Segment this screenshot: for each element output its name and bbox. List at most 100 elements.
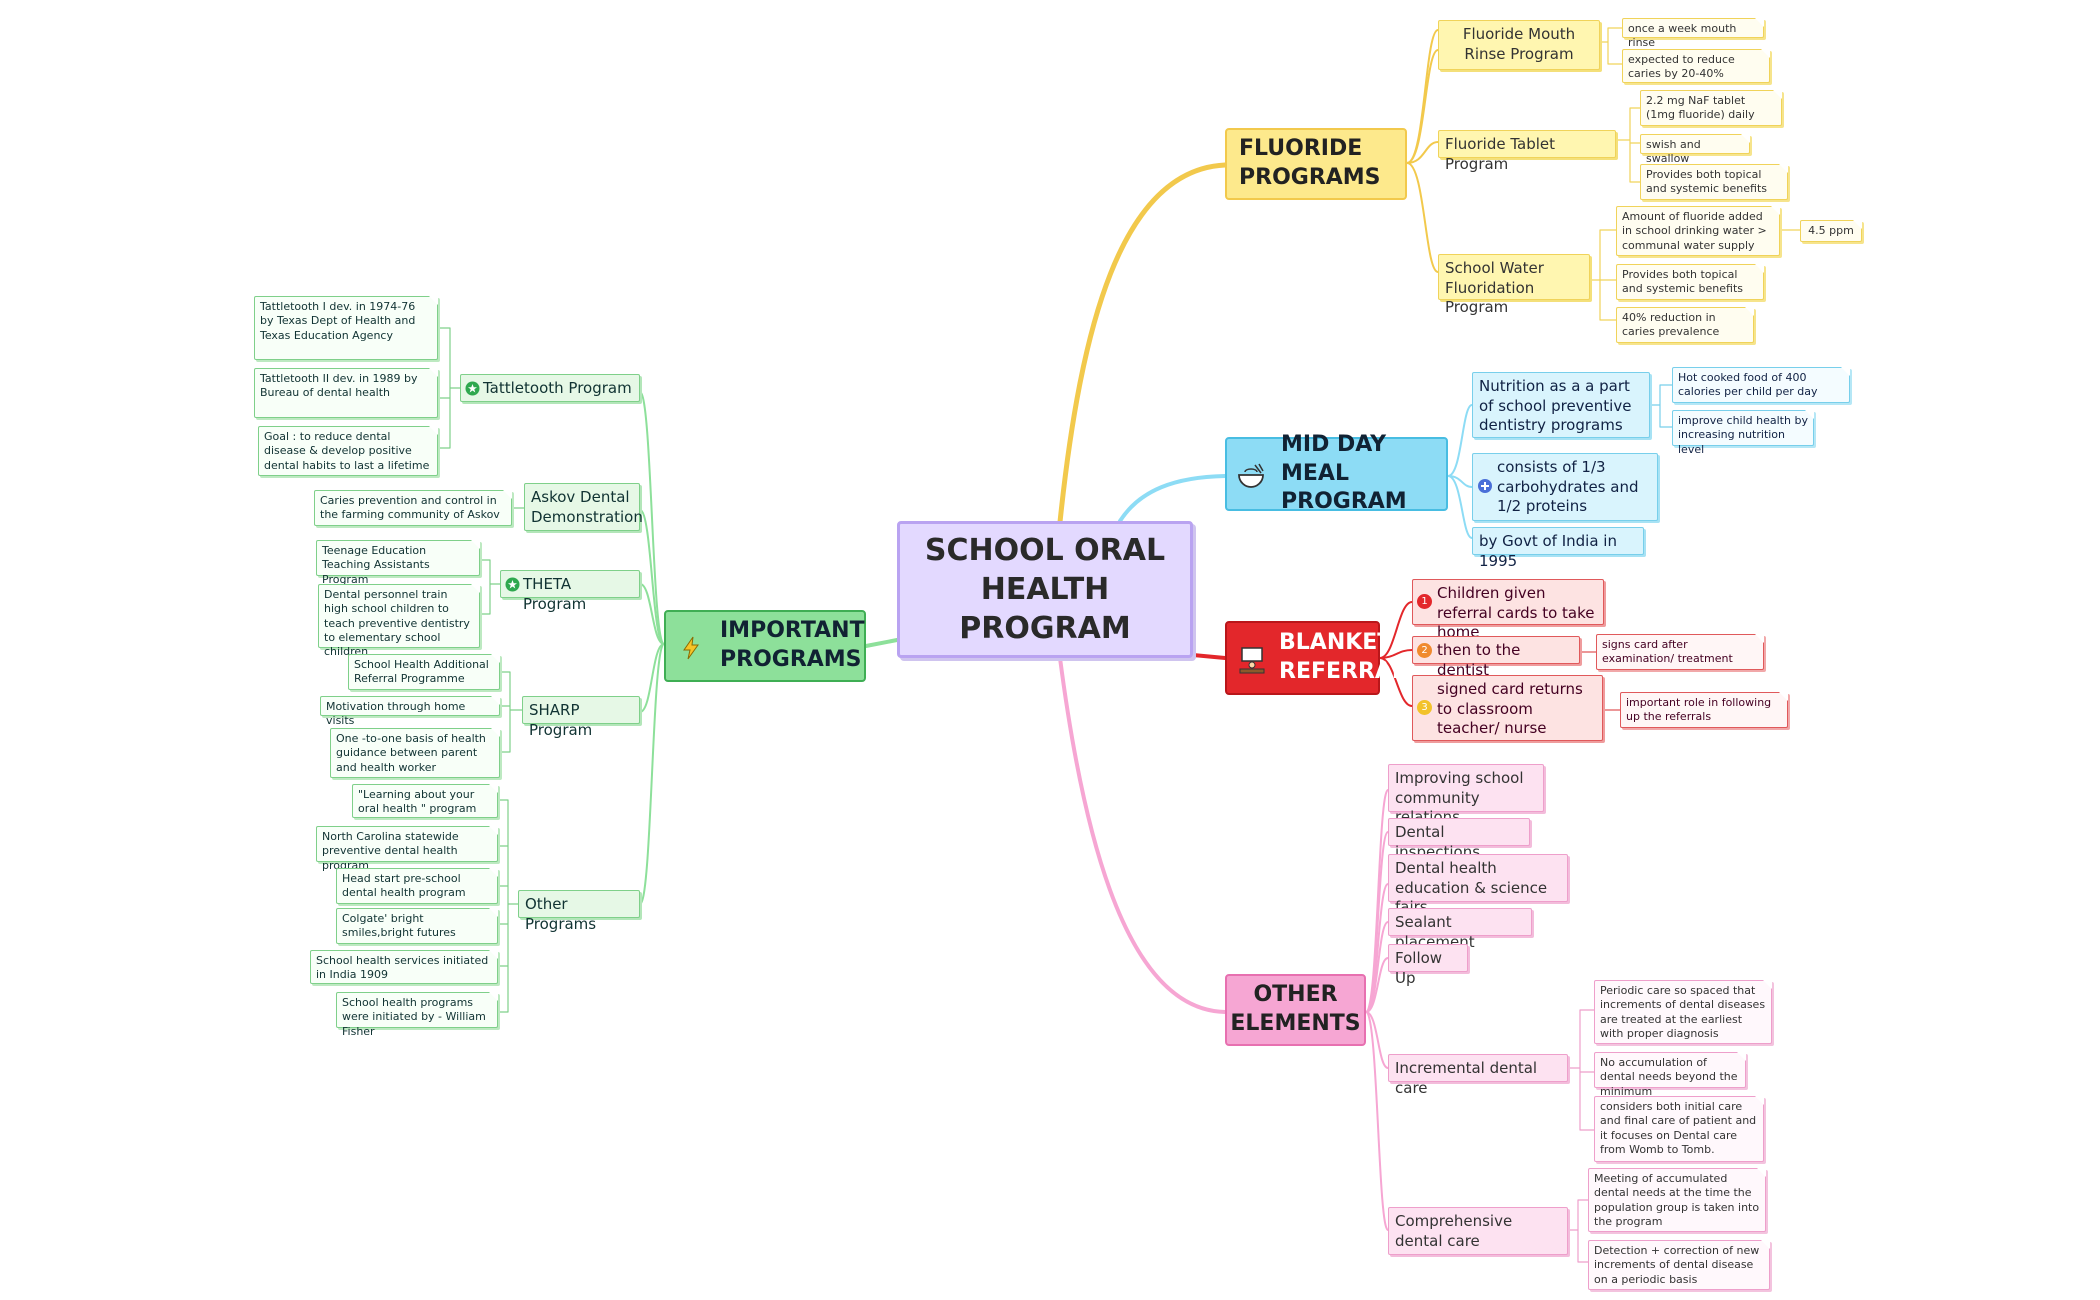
note-others-3[interactable]: Head start pre-school dental health prog… [336, 868, 498, 904]
water-label: School Water Fluoridation Program [1445, 259, 1544, 316]
note-step-3[interactable]: important role in following up the refer… [1620, 692, 1788, 728]
note-text: "Learning about your oral health " progr… [358, 788, 477, 816]
note-text: Colgate' bright smiles,bright futures [342, 912, 456, 940]
note-water-3[interactable]: 40% reduction in caries prevalence [1616, 307, 1754, 343]
note-tattletooth-3[interactable]: Goal : to reduce dental disease & develo… [258, 426, 438, 476]
referral-step-1[interactable]: 1 Children given referral cards to take … [1412, 579, 1604, 641]
note-sharp-3[interactable]: One -to-one basis of health guidance bet… [330, 728, 500, 778]
important-programs-topic[interactable]: IMPORTANT PROGRAMS [664, 610, 866, 682]
note-tablet-2[interactable]: swish and swallow [1640, 134, 1750, 165]
note-tattletooth-1[interactable]: Tattletooth I dev. in 1974-76 by Texas D… [254, 296, 438, 360]
note-others-4[interactable]: Colgate' bright smiles,bright futures [336, 908, 498, 944]
theta-program-topic[interactable]: THETA Program [500, 570, 640, 613]
note-text: Meeting of accumulated dental needs at t… [1594, 1172, 1760, 1228]
note-sharp-2[interactable]: Motivation through home visits [320, 696, 500, 727]
other-title: OTHER ELEMENTS [1230, 982, 1361, 1036]
note-water-2[interactable]: Provides both topical and systemic benef… [1616, 264, 1764, 300]
note-tablet-1[interactable]: 2.2 mg NaF tablet (1mg fluoride) daily [1640, 90, 1782, 126]
note-water-1[interactable]: Amount of fluoride added in school drink… [1616, 206, 1780, 256]
consists-label: consists of 1/3 carbohydrates and 1/2 pr… [1497, 458, 1639, 515]
note-fold-corner [1841, 367, 1850, 376]
note-tattletooth-2[interactable]: Tattletooth II dev. in 1989 by Bureau of… [254, 368, 438, 418]
step-label: signed card returns to classroom teacher… [1437, 680, 1583, 737]
other-item-2[interactable]: Dental health education & science fairs [1388, 854, 1568, 916]
note-fold-corner [491, 696, 500, 705]
school-water-fluoridation-topic[interactable]: School Water Fluoridation Program [1438, 254, 1590, 316]
note-nutrition-1[interactable]: Hot cooked food of 400 calories per chil… [1672, 367, 1850, 403]
other-item-0[interactable]: Improving school community relations [1388, 764, 1544, 826]
star-badge-icon [465, 381, 480, 396]
note-fold-corner [489, 784, 498, 793]
other-programs-label: Other Programs [525, 895, 597, 933]
nutrition-topic[interactable]: Nutrition as a a part of school preventi… [1472, 372, 1650, 438]
fluoride-programs-topic[interactable]: FLUORIDE PROGRAMS [1225, 128, 1407, 200]
note-text: Teenage Education Teaching Assistants Pr… [322, 544, 430, 586]
note-others-1[interactable]: "Learning about your oral health " progr… [352, 784, 498, 818]
note-step-2[interactable]: signs card after examination/ treatment [1596, 634, 1764, 670]
note-text: Goal : to reduce dental disease & develo… [264, 430, 430, 472]
note-text: 2.2 mg NaF tablet (1mg fluoride) daily [1646, 94, 1755, 122]
note-tablet-3[interactable]: Provides both topical and systemic benef… [1640, 164, 1788, 200]
fluoride-tablet-topic[interactable]: Fluoride Tablet Program [1438, 130, 1616, 173]
mid-day-meal-topic[interactable]: MID DAY MEAL PROGRAM [1225, 432, 1448, 514]
note-askov-1[interactable]: Caries prevention and control in the far… [314, 490, 512, 526]
note-fold-corner [429, 426, 438, 435]
root-topic[interactable]: SCHOOL ORAL HEALTH PROGRAM [897, 521, 1193, 658]
theta-label: THETA Program [523, 575, 587, 613]
referral-step-2[interactable]: 2 then to the dentist [1412, 636, 1580, 679]
note-fold-corner [503, 490, 512, 499]
note-fold-corner [1853, 220, 1862, 229]
note-incremental-2[interactable]: No accumulation of dental needs beyond t… [1594, 1052, 1746, 1098]
note-water-ppm[interactable]: 4.5 ppm [1800, 220, 1862, 242]
note-sharp-1[interactable]: School Health Additional Referral Progra… [348, 654, 500, 690]
referral-step-3[interactable]: 3 signed card returns to classroom teach… [1412, 675, 1603, 741]
note-fold-corner [489, 950, 498, 959]
note-comprehensive-2[interactable]: Detection + correction of new increments… [1588, 1240, 1770, 1290]
midday-title: MID DAY MEAL PROGRAM [1281, 432, 1407, 515]
note-others-6[interactable]: School health programs were initiated by… [336, 992, 498, 1038]
note-nutrition-2[interactable]: improve child health by increasing nutri… [1672, 410, 1814, 456]
note-theta-1[interactable]: Teenage Education Teaching Assistants Pr… [316, 540, 480, 586]
note-others-5[interactable]: School health services initiated in Indi… [310, 950, 498, 984]
note-others-2[interactable]: North Carolina statewide preventive dent… [316, 826, 498, 872]
step-label: then to the dentist [1437, 641, 1521, 679]
note-incremental-1[interactable]: Periodic care so spaced that increments … [1594, 980, 1772, 1044]
blanket-referral-topic[interactable]: BLANKET REFERRAL [1225, 621, 1406, 695]
other-programs-topic[interactable]: Other Programs [518, 890, 640, 933]
branch-line-midday [1118, 474, 1227, 523]
sharp-program-topic[interactable]: SHARP Program [522, 696, 640, 739]
other-item-4[interactable]: Follow Up [1388, 944, 1468, 987]
sharp-label: SHARP Program [529, 701, 593, 739]
note-fold-corner [489, 826, 498, 835]
note-mouth-rinse-2[interactable]: expected to reduce caries by 20-40% [1622, 49, 1770, 83]
incremental-label: Incremental dental care [1395, 1059, 1538, 1097]
note-fold-corner [1773, 90, 1782, 99]
note-incremental-3[interactable]: considers both initial care and final ca… [1594, 1096, 1764, 1162]
note-theta-2[interactable]: Dental personnel train high school child… [318, 584, 480, 658]
fluoride-mouth-rinse-topic[interactable]: Fluoride Mouth Rinse Program [1438, 20, 1600, 70]
note-text: No accumulation of dental needs beyond t… [1600, 1056, 1738, 1098]
other-item-1[interactable]: Dental inspections [1388, 818, 1530, 861]
branch-line-other [1058, 656, 1227, 1014]
incremental-dental-care-topic[interactable]: Incremental dental care [1388, 1054, 1568, 1097]
classroom-icon [1239, 647, 1265, 674]
item-label: Dental health education & science fairs [1395, 859, 1548, 916]
note-comprehensive-1[interactable]: Meeting of accumulated dental needs at t… [1588, 1168, 1766, 1232]
note-text: 40% reduction in caries prevalence [1622, 311, 1720, 339]
govt-topic[interactable]: by Govt of India in 1995 [1472, 527, 1644, 570]
note-fold-corner [1755, 634, 1764, 643]
other-item-3[interactable]: Sealant placement [1388, 908, 1532, 951]
tattletooth-program-topic[interactable]: Tattletooth Program [460, 374, 640, 402]
note-text: School health services initiated in Indi… [316, 954, 489, 982]
note-text: expected to reduce caries by 20-40% [1628, 53, 1735, 81]
lightning-icon [683, 636, 699, 660]
note-mouth-rinse-1[interactable]: once a week mouth rinse [1622, 18, 1764, 49]
step-number-badge: 2 [1417, 643, 1432, 658]
consists-topic[interactable]: consists of 1/3 carbohydrates and 1/2 pr… [1472, 453, 1658, 521]
askov-dental-topic[interactable]: Askov Dental Demonstration [524, 483, 643, 531]
comprehensive-dental-care-topic[interactable]: Comprehensive dental care [1388, 1207, 1568, 1255]
note-text: 4.5 ppm [1808, 224, 1854, 237]
other-elements-topic[interactable]: OTHER ELEMENTS [1225, 974, 1366, 1046]
note-text: Caries prevention and control in the far… [320, 494, 500, 522]
